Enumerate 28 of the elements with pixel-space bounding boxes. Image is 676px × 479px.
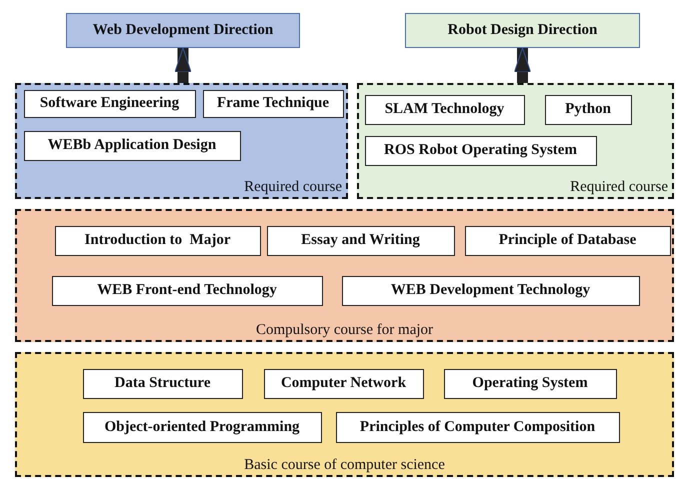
course-group-panel bbox=[357, 83, 674, 199]
course-group-panel bbox=[15, 83, 348, 199]
course-box: Essay and Writing bbox=[266, 226, 454, 256]
group-label: Required course bbox=[244, 179, 342, 196]
direction-box: Web Development Direction bbox=[66, 13, 300, 48]
group-label: Basic course of computer science bbox=[243, 457, 446, 474]
course-box: WEB Development Technology bbox=[342, 276, 640, 306]
course-box: Introduction to Major bbox=[54, 226, 260, 256]
course-group-panel bbox=[15, 352, 674, 477]
course-box: Principle of Database bbox=[464, 226, 670, 256]
course-box: Frame Technique bbox=[202, 90, 344, 118]
direction-box: Robot Design Direction bbox=[405, 13, 640, 48]
course-box: Principles of Computer Composition bbox=[336, 412, 620, 442]
course-box: SLAM Technology bbox=[364, 94, 524, 124]
course-box: Computer Network bbox=[264, 368, 424, 398]
group-label: Compulsory course for major bbox=[254, 322, 434, 339]
block-arrow bbox=[174, 48, 192, 83]
course-box: Software Engineering bbox=[24, 90, 196, 118]
course-box: Python bbox=[544, 94, 632, 124]
block-arrow bbox=[514, 48, 531, 83]
group-label: Required course bbox=[570, 179, 668, 196]
course-box: Data Structure bbox=[82, 368, 242, 398]
course-box: Object-oriented Programming bbox=[82, 412, 322, 442]
course-box: Operating System bbox=[444, 368, 616, 398]
course-group-panel bbox=[15, 209, 674, 342]
course-box: WEBb Application Design bbox=[24, 130, 240, 160]
course-box: WEB Front-end Technology bbox=[52, 276, 322, 306]
course-box: ROS Robot Operating System bbox=[364, 136, 596, 166]
